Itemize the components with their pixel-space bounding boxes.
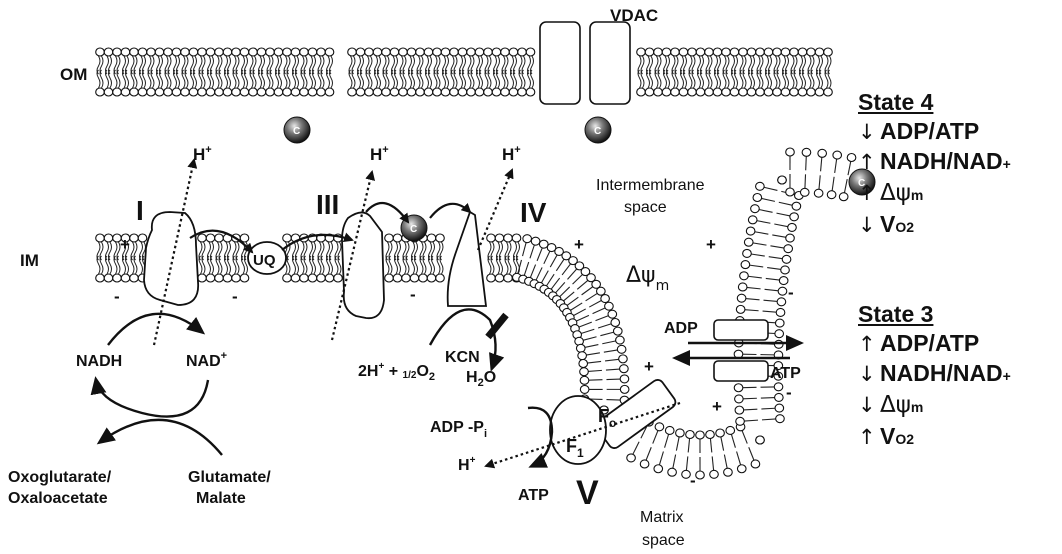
im-label: IM bbox=[20, 251, 39, 270]
arrow-icon: ↓ bbox=[858, 391, 880, 420]
intermembrane-label-1: Intermembrane bbox=[596, 177, 705, 194]
state-value-text: NADH/NAD bbox=[880, 359, 1003, 388]
delta-psi-text: Δψ bbox=[880, 179, 911, 208]
substrate-cycle-arc-lower bbox=[100, 420, 222, 455]
minus-charge-sign: - bbox=[232, 287, 238, 306]
matrix-label-1: Matrix bbox=[640, 509, 684, 526]
malate-label: Malate bbox=[196, 490, 246, 507]
crista-right-membrane bbox=[734, 148, 864, 425]
plus-charge-sign: + bbox=[574, 235, 584, 254]
nadh-oxidation-arc bbox=[108, 314, 202, 345]
nad-label: NAD+ bbox=[186, 350, 227, 370]
state3-row: ↓Δψm bbox=[858, 391, 1011, 422]
complex-iii-label: III bbox=[316, 189, 339, 220]
h-plus-label-iii: H+ bbox=[370, 144, 389, 164]
atp-synthesis-arc bbox=[528, 408, 552, 466]
complex-i-label: I bbox=[136, 195, 144, 226]
state-value-text: ADP/ATP bbox=[880, 117, 979, 146]
arrow-icon: ↑ bbox=[858, 179, 880, 208]
minus-charge-sign: - bbox=[410, 285, 416, 304]
state3-row: ↑ADP/ATP bbox=[858, 329, 1011, 359]
cytochrome-c-letter: C bbox=[410, 224, 417, 235]
state-value-text: V bbox=[880, 422, 895, 451]
vdac-label: VDAC bbox=[610, 6, 658, 25]
water-label: H2O bbox=[466, 369, 496, 389]
state4-row: ↓ADP/ATP bbox=[858, 117, 1011, 147]
kcn-block-bar bbox=[488, 315, 506, 337]
minus-charge-sign: - bbox=[786, 383, 792, 402]
subscript: O2 bbox=[895, 213, 914, 242]
vdac-channel bbox=[540, 22, 630, 104]
state4-row: ↓VO2 bbox=[858, 210, 1011, 242]
arrow-icon: ↑ bbox=[858, 330, 880, 359]
complex-iv-shape bbox=[448, 212, 486, 306]
state-value-text: ADP/ATP bbox=[880, 329, 979, 358]
plus-charge-sign: + bbox=[644, 357, 654, 376]
complex-iv-label: IV bbox=[520, 197, 547, 228]
cytochrome-c-letter: C bbox=[594, 126, 601, 137]
complex-iii-shape bbox=[342, 212, 384, 318]
delta-psi-text: Δψ bbox=[880, 391, 911, 420]
arrow-icon: ↑ bbox=[858, 148, 880, 177]
oxaloacetate-label: Oxaloacetate bbox=[8, 490, 108, 507]
h-plus-label-i: H+ bbox=[193, 144, 212, 164]
plus-charge-sign: + bbox=[712, 397, 722, 416]
electron-arc-c-iv bbox=[430, 204, 470, 218]
state-value-text: NADH/NAD bbox=[880, 147, 1003, 176]
nadh-label: NADH bbox=[76, 353, 122, 370]
oxoglutarate-label: Oxoglutarate/ bbox=[8, 469, 112, 486]
intermembrane-label-2: space bbox=[624, 199, 667, 216]
atp-synthase-atp-label: ATP bbox=[518, 487, 549, 504]
subscript: m bbox=[911, 181, 923, 210]
plus-charge-sign: + bbox=[706, 235, 716, 254]
state-value-text: V bbox=[880, 210, 895, 239]
state3-row: ↓NADH/NAD+ bbox=[858, 359, 1011, 391]
arrow-icon: ↓ bbox=[858, 211, 880, 240]
superscript: + bbox=[1003, 362, 1011, 391]
minus-charge-sign: - bbox=[788, 283, 794, 302]
delta-psi-label: Δψm bbox=[626, 263, 669, 294]
subscript: m bbox=[911, 393, 923, 422]
h-plus-label-v: H+ bbox=[458, 455, 476, 474]
adp-pi-label: ADP -Pi bbox=[430, 419, 487, 440]
oxygen-reaction-label: 2H+ + 1/2O2 bbox=[358, 361, 435, 383]
arrow-icon: ↑ bbox=[858, 423, 880, 452]
matrix-label-2: space bbox=[642, 532, 685, 549]
state4-row: ↑NADH/NAD+ bbox=[858, 147, 1011, 179]
minus-charge-sign: - bbox=[114, 287, 120, 306]
atp-label: ATP bbox=[770, 365, 801, 382]
state3-title: State 3 bbox=[858, 300, 1011, 329]
substrate-cycle-arc bbox=[96, 380, 208, 417]
h-plus-label-iv: H+ bbox=[502, 144, 521, 164]
subscript: O2 bbox=[895, 425, 914, 454]
adp-label: ADP bbox=[664, 320, 698, 337]
minus-charge-sign: - bbox=[690, 471, 696, 490]
outer-membrane bbox=[96, 48, 833, 96]
cytochrome-c-letter: C bbox=[293, 126, 300, 137]
kcn-label: KCN bbox=[445, 349, 480, 366]
glutamate-label: Glutamate/ bbox=[188, 469, 271, 486]
complex-i-shape bbox=[144, 212, 198, 305]
state4-title: State 4 bbox=[858, 88, 1011, 117]
om-label: OM bbox=[60, 65, 87, 84]
complex-v-label: V bbox=[576, 474, 599, 512]
superscript: + bbox=[1003, 150, 1011, 179]
uq-label: UQ bbox=[253, 252, 276, 269]
arrow-icon: ↓ bbox=[858, 118, 880, 147]
plus-charge-sign: + bbox=[120, 235, 130, 254]
arrow-icon: ↓ bbox=[858, 360, 880, 389]
